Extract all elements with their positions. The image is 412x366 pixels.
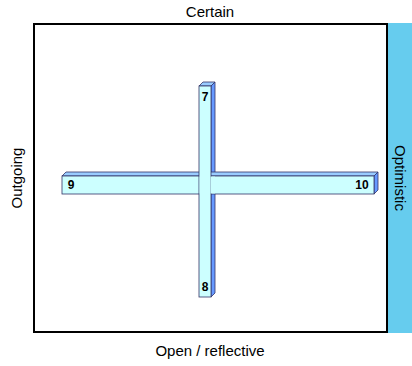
bar-side [211, 82, 215, 297]
axis-label: Open / reflective [155, 343, 264, 358]
side-band: Optimistic [388, 23, 412, 333]
bar-front [62, 176, 374, 194]
bar-joint [200, 177, 211, 194]
bar-joint [211, 177, 215, 194]
frame [34, 24, 387, 332]
axis-label: Certain [186, 4, 234, 19]
callout-number: 8 [202, 281, 209, 293]
axis-label: Outgoing [9, 148, 24, 209]
bar-top [62, 172, 378, 176]
band-label: Optimistic [393, 145, 408, 211]
callout-number: 9 [68, 179, 75, 191]
callout-number: 10 [355, 179, 368, 191]
callout-number: 7 [202, 91, 209, 103]
bar-side [374, 172, 378, 194]
bar-front [199, 86, 211, 297]
